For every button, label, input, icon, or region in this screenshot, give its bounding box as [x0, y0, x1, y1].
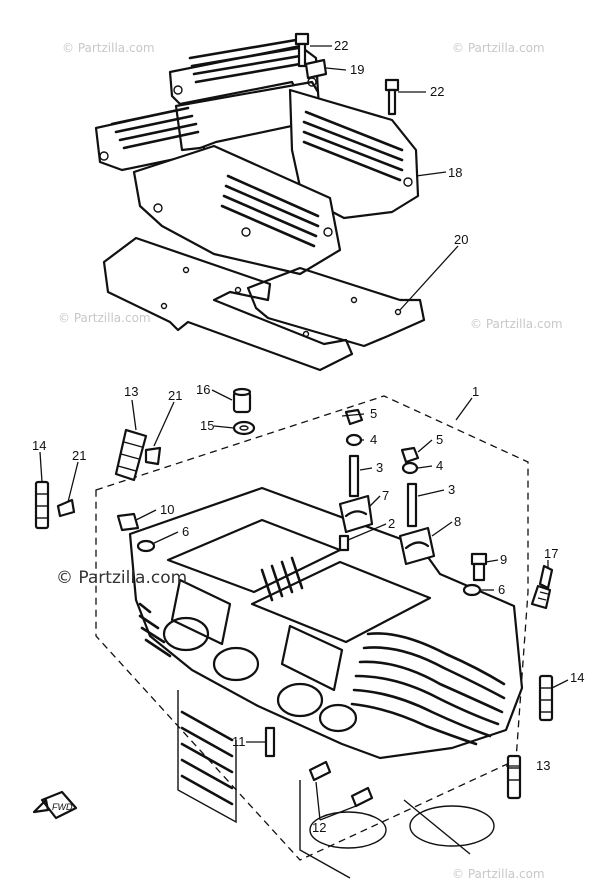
- spark-plug-17: [530, 564, 554, 610]
- callout-1: 1: [472, 384, 479, 399]
- watermark-text: © Partzilla.com: [58, 311, 151, 325]
- head-fins-right: [350, 632, 506, 746]
- plate-21-left: [144, 446, 162, 466]
- cover-bolt-rear: [294, 32, 310, 68]
- callout-8: 8: [454, 514, 461, 529]
- callout-22-front: 22: [430, 84, 444, 99]
- stud-3-right: [406, 482, 418, 528]
- callout-4-right: 4: [436, 458, 443, 473]
- callout-7: 7: [382, 488, 389, 503]
- cover-fins-front-right: [220, 174, 320, 248]
- o-ring-6-left: [136, 539, 156, 553]
- watermark-text: © Partzilla.com: [452, 41, 545, 55]
- head-fins-left: [138, 602, 172, 658]
- forward-label: FWD: [52, 802, 73, 812]
- pin-12-a: [308, 760, 332, 782]
- plate-21-lower: [56, 498, 76, 518]
- callout-5-right: 5: [436, 432, 443, 447]
- watermark-text: © Partzilla.com: [452, 867, 545, 881]
- watermark-text: © Partzilla.com: [470, 317, 563, 331]
- callout-13-top: 13: [124, 384, 138, 399]
- dowel-stud-13-left: [114, 428, 148, 482]
- callout-labels: 22 19 22 18 20 1 13 21 16 15 5 4 3 5 4 3…: [32, 38, 584, 835]
- callout-14-left: 14: [32, 438, 46, 453]
- cap-16: [232, 387, 252, 414]
- stud-11: [264, 726, 276, 758]
- fitting-9: [470, 552, 488, 582]
- callout-10: 10: [160, 502, 174, 517]
- callout-21-left: 21: [72, 448, 86, 463]
- valve-cover: [94, 38, 420, 276]
- callout-4-left: 4: [370, 432, 377, 447]
- callout-22-rear: 22: [334, 38, 348, 53]
- cover-bolt-front: [384, 78, 400, 116]
- washer-4-left: [345, 433, 363, 447]
- callout-16: 16: [196, 382, 210, 397]
- cam-cap-8: [398, 526, 436, 566]
- cover-gasket: [102, 236, 426, 372]
- callout-18: 18: [448, 165, 462, 180]
- callout-6-left: 6: [182, 524, 189, 539]
- watermark-layer: © Partzilla.com © Partzilla.com © Partzi…: [58, 41, 563, 881]
- callout-9: 9: [500, 552, 507, 567]
- callout-2: 2: [388, 516, 395, 531]
- cover-grommet: [304, 58, 328, 80]
- pin-12-b: [350, 786, 374, 808]
- dowel-pin-2: [338, 534, 350, 552]
- callout-12: 12: [312, 820, 326, 835]
- callout-21-top: 21: [168, 388, 182, 403]
- forward-arrow-icon: FWD: [32, 790, 78, 820]
- stud-14-right: [538, 674, 554, 722]
- valve-spring-set: [260, 556, 304, 602]
- callout-6-right: 6: [498, 582, 505, 597]
- dowel-stud-13-right: [506, 754, 522, 800]
- watermark-text-prominent: © Partzilla.com: [56, 568, 187, 588]
- nut-5-left: [344, 408, 364, 426]
- callout-13-bottom: 13: [536, 758, 550, 773]
- nut-5-right: [400, 446, 420, 464]
- callout-3-left: 3: [376, 460, 383, 475]
- leader-lines: [39, 45, 569, 821]
- callout-19: 19: [350, 62, 364, 77]
- o-ring-6-right: [462, 583, 482, 597]
- callout-11: 11: [232, 734, 246, 749]
- callout-20: 20: [454, 232, 468, 247]
- cylinder-block-ghost: [177, 690, 495, 879]
- assembly-outline: [95, 395, 529, 861]
- callout-5-left: 5: [370, 406, 377, 421]
- callout-17: 17: [544, 546, 558, 561]
- callout-14-right: 14: [570, 670, 584, 685]
- cover-fins-rear-left: [188, 38, 302, 84]
- stud-3-left: [348, 454, 360, 498]
- cover-fins-front-left: [110, 106, 200, 150]
- washer-4-right: [401, 461, 419, 475]
- callout-3-right: 3: [448, 482, 455, 497]
- cover-fins-rear-right: [302, 110, 404, 182]
- stud-14-left: [34, 480, 50, 530]
- cam-cap-7: [338, 494, 374, 534]
- fitting-10: [116, 512, 140, 532]
- callout-15: 15: [200, 418, 214, 433]
- washer-15: [232, 420, 256, 436]
- watermark-text: © Partzilla.com: [62, 41, 155, 55]
